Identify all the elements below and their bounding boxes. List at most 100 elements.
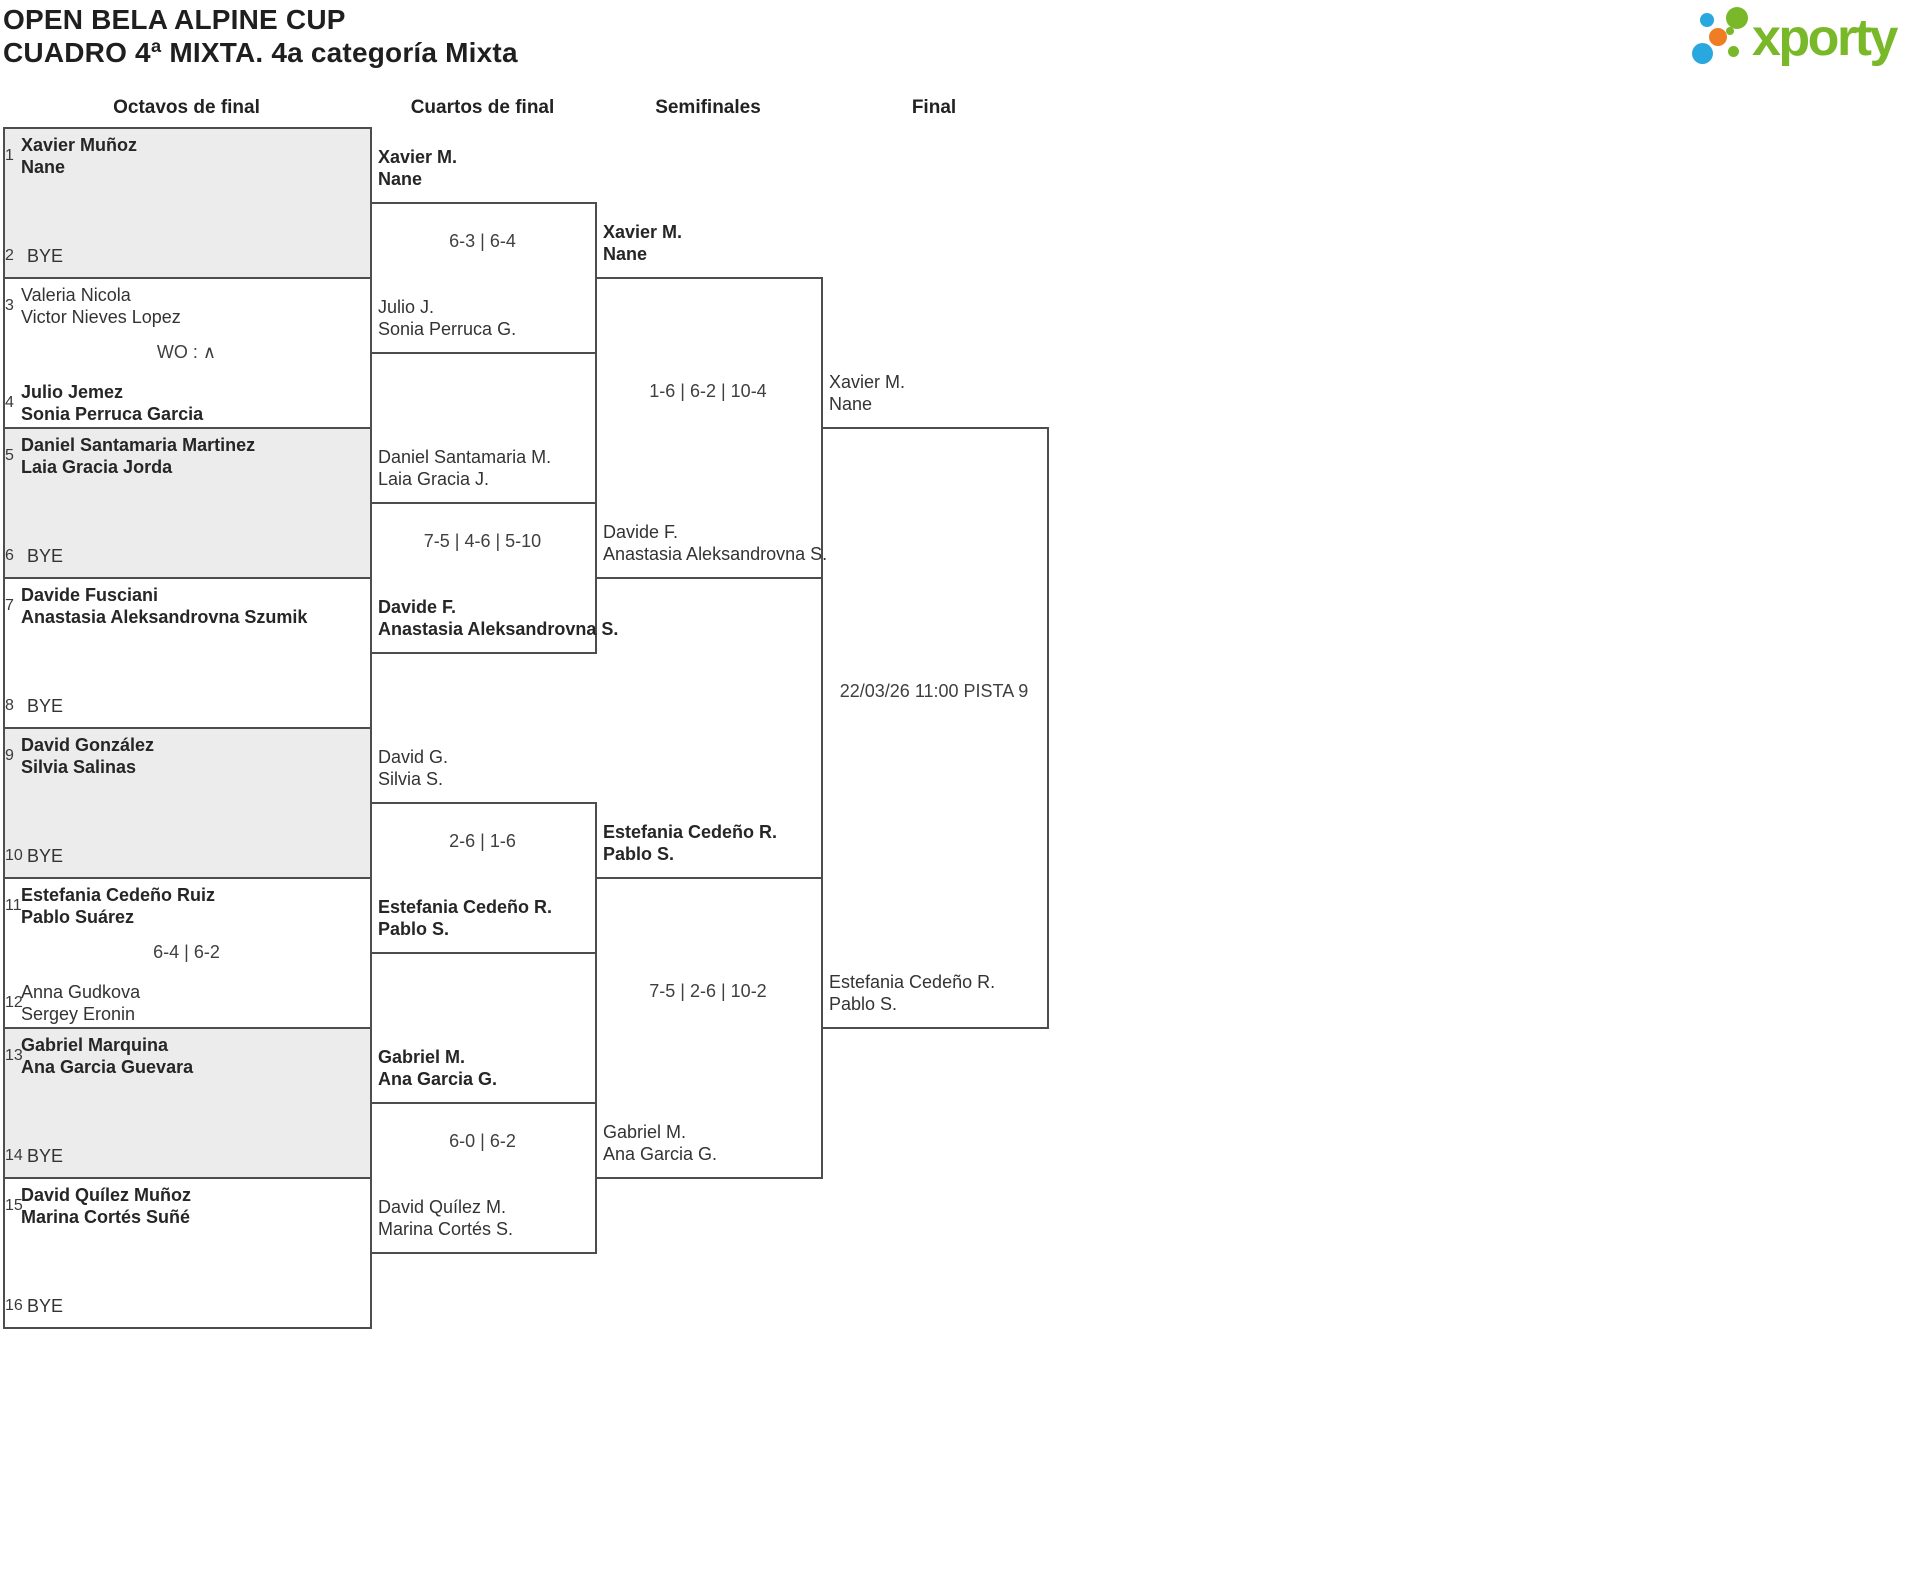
logo-dot-green-large [1726, 7, 1748, 29]
team-player: Valeria Nicola [21, 285, 131, 305]
r16-result: 6-4 | 6-2 [153, 942, 220, 962]
final-team-label: Xavier M.Nane [829, 371, 1045, 415]
bracket-line [3, 1027, 372, 1029]
team-player: Silvia Salinas [21, 757, 137, 777]
seed-number: 10 [5, 847, 23, 864]
logo-dot-orange [1709, 28, 1727, 46]
bracket-line [3, 427, 372, 429]
logo-dot-green-small [1728, 46, 1739, 57]
round-header-semifinales: Semifinales [655, 97, 761, 118]
qf-team-label: David G.Silvia S. [378, 746, 594, 790]
team-player: Pablo S. [603, 844, 675, 864]
team-player: Ana Garcia G. [603, 1144, 718, 1164]
team-player: Nane [378, 169, 423, 189]
round-header-cuartos: Cuartos de final [410, 97, 555, 118]
sf-team-label: Xavier M.Nane [603, 221, 819, 265]
bracket-line [3, 277, 372, 279]
round-header-octavos: Octavos de final [113, 97, 260, 118]
sf-team-label: Estefania Cedeño R.Pablo S. [603, 821, 819, 865]
qf-team-label: Xavier M.Nane [378, 146, 594, 190]
tournament-title: OPEN BELA ALPINE CUP [3, 4, 346, 35]
bracket-line [595, 877, 823, 879]
team-player: Nane [829, 394, 873, 414]
qf-team-label: David Quílez M.Marina Cortés S. [378, 1196, 594, 1240]
seed-number: 1 [5, 147, 14, 164]
team-player: Estefania Cedeño R. [603, 822, 778, 842]
team-player: Xavier M. [829, 372, 906, 392]
bracket-line [3, 877, 372, 879]
seed-number: 12 [5, 994, 23, 1011]
team-player: Pablo S. [378, 919, 450, 939]
seed-box-shade [3, 1027, 370, 1177]
final-team-label: Estefania Cedeño R.Pablo S. [829, 971, 1045, 1015]
bracket-line [3, 1177, 372, 1179]
team-player: Sonia Perruca Garcia [21, 404, 204, 424]
seed-box-shade [3, 727, 370, 877]
qf-team-label: Davide F.Anastasia Aleksandrovna S. [378, 596, 619, 640]
bracket-line [370, 1252, 597, 1254]
team-player: Nane [21, 157, 66, 177]
team-player: David Quílez Muñoz [21, 1185, 192, 1205]
bracket-line [3, 577, 372, 579]
bracket-line [595, 802, 597, 1254]
seed-number: 7 [5, 597, 14, 614]
match-score: 2-6 | 1-6 [449, 831, 516, 851]
team-player: Ana Garcia G. [378, 1069, 498, 1089]
bracket-line [370, 1102, 597, 1104]
match-score: 6-0 | 6-2 [449, 1131, 516, 1151]
seed-number: 2 [5, 247, 14, 264]
team-player: Anastasia Aleksandrovna S. [378, 619, 619, 639]
match-score: 6-3 | 6-4 [449, 231, 516, 251]
seed-box-shade [3, 127, 370, 277]
team-player: Ana Garcia Guevara [21, 1057, 194, 1077]
bracket-line [370, 202, 597, 204]
logo-dot-blue-small [1700, 13, 1714, 27]
qf-team-label: Estefania Cedeño R.Pablo S. [378, 896, 594, 940]
bye-label: BYE [27, 546, 64, 566]
r16-result: WO : ∧ [156, 342, 217, 362]
qf-team-label: Gabriel M.Ana Garcia G. [378, 1046, 594, 1090]
seed-box-shade [3, 427, 370, 577]
team-player: David González [21, 735, 155, 755]
team-player: Marina Cortés Suñé [21, 1207, 191, 1227]
sf-team-label: Davide F.Anastasia Aleksandrovna S. [603, 521, 827, 565]
bracket-line [595, 277, 823, 279]
team-player: Pablo Suárez [21, 907, 135, 927]
match-score: 7-5 | 2-6 | 10-2 [649, 981, 767, 1001]
match-score: 7-5 | 4-6 | 5-10 [423, 531, 542, 551]
seed-number: 8 [5, 697, 14, 714]
logo-text: xporty [1752, 9, 1898, 67]
team-player: Estefania Cedeño R. [378, 897, 553, 917]
bracket-subtitle: CUADRO 4ª MIXTA. 4a categoría Mixta [3, 37, 518, 68]
team-player: Gabriel M. [603, 1122, 687, 1142]
seed-number: 14 [5, 1147, 23, 1164]
team-player: Julio J. [378, 297, 435, 317]
final-schedule: 22/03/26 11:00 PISTA 9 [839, 681, 1029, 701]
bracket-line [3, 727, 372, 729]
match-score: 1-6 | 6-2 | 10-4 [649, 381, 767, 401]
team-player: Sergey Eronin [21, 1004, 136, 1024]
bracket-line [821, 1027, 1049, 1029]
bye-label: BYE [27, 696, 64, 716]
team-player: Marina Cortés S. [378, 1219, 514, 1239]
bracket-line [370, 952, 597, 954]
team-player: Julio Jemez [21, 382, 124, 402]
team-player: Estefania Cedeño R. [829, 972, 996, 992]
team-player: Gabriel M. [378, 1047, 466, 1067]
seed-number: 5 [5, 447, 14, 464]
team-player: Nane [603, 244, 648, 264]
team-player: Pablo S. [829, 994, 898, 1014]
bracket-line [370, 652, 597, 654]
xporty-logo[interactable]: xporty [1685, 2, 1917, 74]
bracket-line [1047, 427, 1049, 1029]
team-player: Xavier M. [603, 222, 683, 242]
bracket-line [595, 577, 823, 579]
sf-team-label: Gabriel M.Ana Garcia G. [603, 1121, 819, 1165]
bracket-line [821, 277, 823, 1179]
team-player: Victor Nieves Lopez [21, 307, 181, 327]
